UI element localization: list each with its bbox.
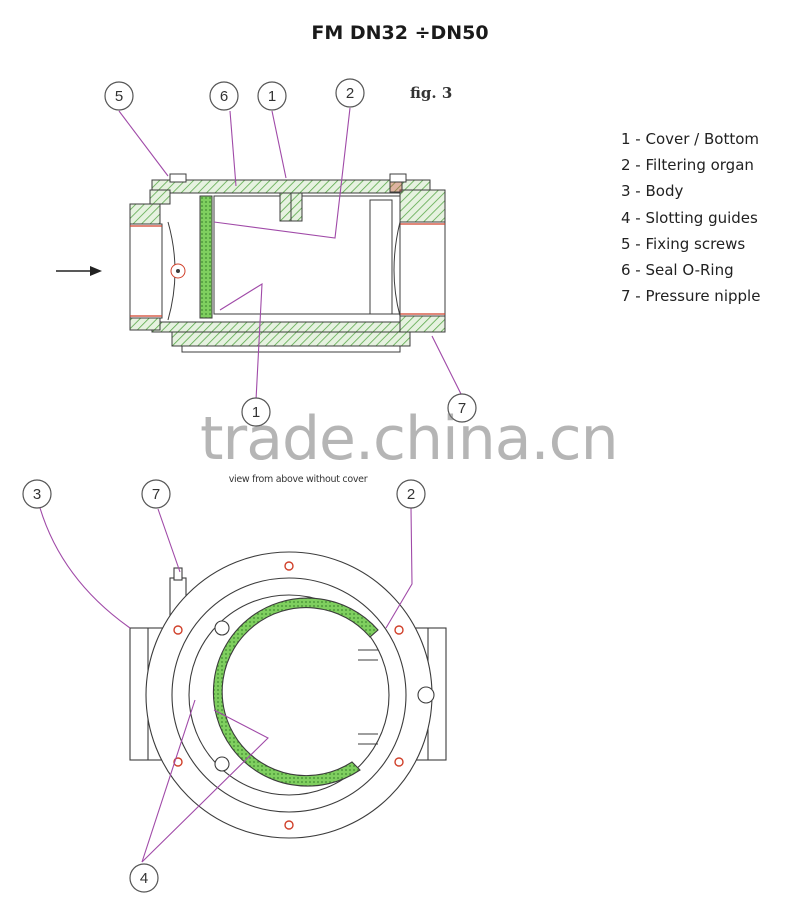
- watermark-text: trade.china.cn: [200, 404, 619, 474]
- callout-number: 1: [252, 404, 260, 421]
- diagram-title: FM DN32 ÷DN50: [311, 22, 489, 44]
- legend-item: 2 - Filtering organ: [621, 156, 754, 175]
- fixing-screw-holes: [173, 561, 404, 830]
- callout-number: 5: [115, 88, 123, 105]
- plan-view: [129, 551, 447, 839]
- figure-label: fig. 3: [410, 84, 453, 102]
- callout-7: 7: [141, 479, 171, 509]
- callout-6: 6: [209, 81, 239, 111]
- flow-arrow-icon: [56, 266, 102, 276]
- legend-item: 5 - Fixing screws: [621, 234, 746, 253]
- callout-2: 2: [335, 78, 365, 108]
- callout-1: 1: [257, 81, 287, 111]
- callout-number: 2: [407, 486, 415, 503]
- legend-item: 1 - Cover / Bottom: [621, 130, 760, 148]
- callout-7-lower: 7: [447, 393, 477, 423]
- legend-item: 7 - Pressure nipple: [621, 287, 761, 306]
- plan-view-caption: view from above without cover: [228, 474, 368, 485]
- parts-legend: 1 - Cover / Bottom 2 - Filtering organ 3…: [621, 128, 760, 311]
- callout-5: 5: [104, 81, 134, 111]
- legend-item: 6 - Seal O-Ring: [621, 260, 734, 279]
- callout-number: 4: [140, 870, 148, 887]
- callout-number: 1: [268, 88, 276, 105]
- callout-number: 6: [220, 88, 228, 105]
- legend-item: 3 - Body: [621, 182, 684, 201]
- callout-3: 3: [22, 479, 52, 509]
- body-section: [129, 173, 446, 353]
- callout-number: 7: [152, 486, 160, 503]
- callout-leaders-bottom: [39, 507, 413, 863]
- callout-4: 4: [129, 863, 159, 893]
- callout-1-lower: 1: [241, 397, 271, 427]
- callout-leaders-top: [118, 107, 463, 401]
- section-view: 5 6 1 2 1 7: [56, 78, 477, 427]
- callout-2-bottom: 2: [396, 479, 426, 509]
- callout-number: 3: [33, 486, 41, 503]
- callout-number: 2: [346, 85, 354, 102]
- callout-number: 7: [458, 400, 466, 417]
- legend-item: 4 - Slotting guides: [621, 208, 758, 227]
